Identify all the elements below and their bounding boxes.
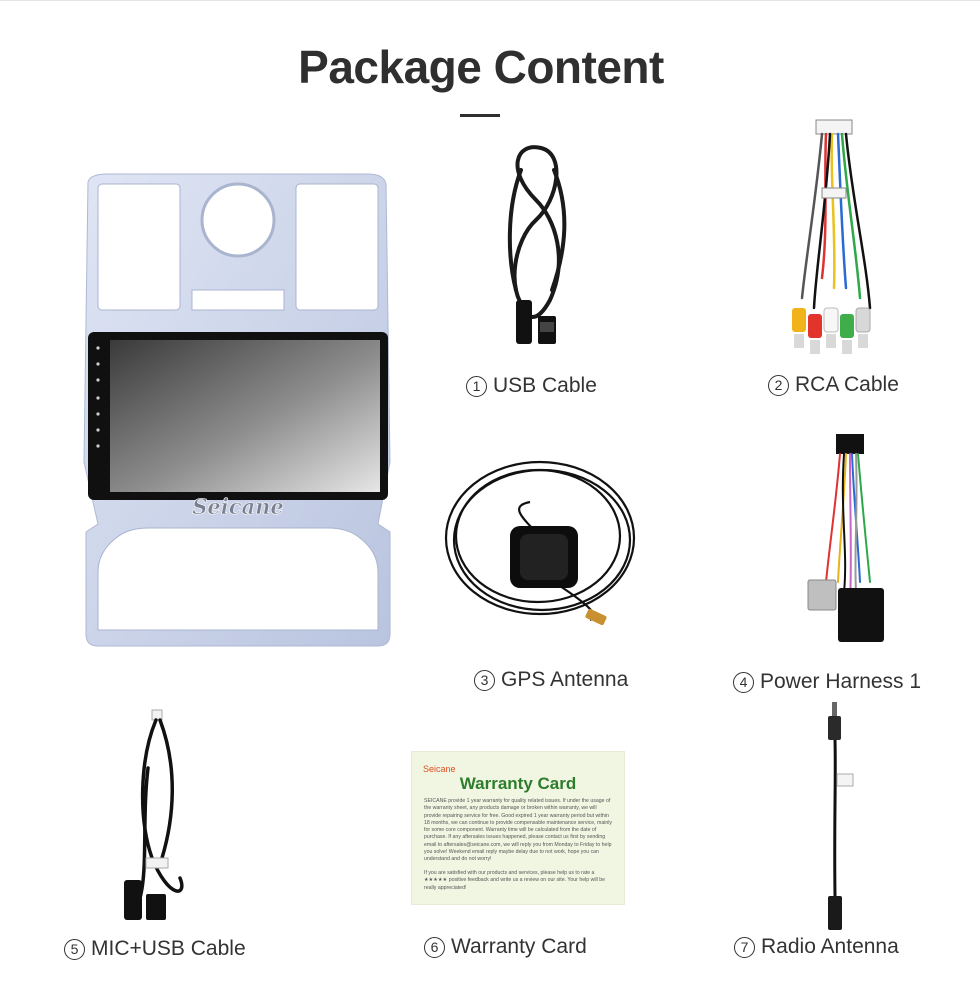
item-label: MIC+USB Cable <box>91 937 246 960</box>
warranty-card-heading: Warranty Card <box>459 774 577 793</box>
item-label: GPS Antenna <box>501 668 629 691</box>
item-caption-usb-cable: 1 USB Cable <box>466 374 597 398</box>
car-stereo-head-unit: Seicane <box>78 172 398 652</box>
item-caption-warranty-card: 6 Warranty Card <box>424 935 587 959</box>
mic-usb-cable-image <box>118 708 198 928</box>
rca-cable-image <box>786 118 886 364</box>
power-harness-image <box>800 432 890 648</box>
radio-antenna-image <box>810 700 860 936</box>
page-title: Package Content <box>298 41 664 93</box>
item-label: USB Cable <box>493 374 597 397</box>
seicane-watermark: Seicane <box>192 494 284 519</box>
item-caption-power-harness: 4 Power Harness 1 <box>733 670 921 694</box>
item-label: Power Harness 1 <box>760 670 922 693</box>
title-underline <box>460 114 500 117</box>
item-number-badge: 7 <box>734 936 755 958</box>
item-caption-radio-antenna: 7 Radio Antenna <box>734 935 899 959</box>
gps-antenna-image <box>440 456 640 636</box>
item-number-badge: 3 <box>474 669 495 691</box>
item-number-badge: 4 <box>733 671 754 693</box>
item-label: Radio Antenna <box>761 935 899 958</box>
item-label: RCA Cable <box>795 373 899 396</box>
item-caption-gps-antenna: 3 GPS Antenna <box>474 668 628 692</box>
item-number-badge: 6 <box>424 936 445 958</box>
item-number-badge: 2 <box>768 374 789 396</box>
warranty-card-body: SEICANE provide 1 year warranty for qual… <box>424 798 613 863</box>
item-number-badge: 5 <box>64 938 85 960</box>
warranty-card-brand: Seicane <box>423 764 456 774</box>
item-caption-rca-cable: 2 RCA Cable <box>768 373 899 397</box>
item-number-badge: 1 <box>466 375 487 397</box>
usb-cable-image <box>496 140 576 350</box>
warranty-card-image: Seicane Warranty Card SEICANE provide 1 … <box>412 752 624 904</box>
warranty-card-footer: If you are satisfied with our products a… <box>424 870 605 891</box>
top-divider <box>0 0 980 1</box>
item-label: Warranty Card <box>451 935 587 958</box>
item-caption-mic-usb-cable: 5 MIC+USB Cable <box>64 937 246 961</box>
